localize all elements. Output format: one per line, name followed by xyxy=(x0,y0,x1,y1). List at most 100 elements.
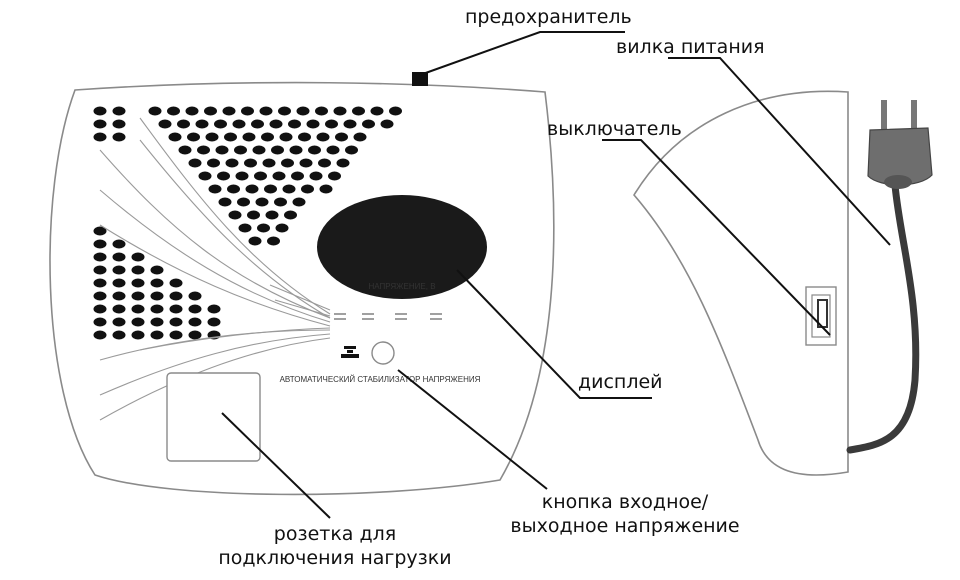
vent-hole xyxy=(169,317,183,327)
vent-hole xyxy=(247,210,260,220)
vent-hole xyxy=(112,330,126,340)
vent-hole xyxy=(262,158,276,168)
label-switch: выключатель xyxy=(547,118,682,140)
vent-hole xyxy=(343,119,357,129)
vent-hole xyxy=(177,119,190,129)
vent-hole xyxy=(93,239,107,249)
vent-hole xyxy=(204,106,217,116)
vent-hole xyxy=(333,106,347,116)
vent-hole xyxy=(224,132,237,142)
vent-hole xyxy=(308,145,321,155)
vent-hole xyxy=(225,158,239,168)
vent-hole xyxy=(252,145,266,155)
vent-hole xyxy=(93,278,107,288)
vent-hole xyxy=(112,304,126,314)
vent-hole xyxy=(264,184,277,194)
vent-hole xyxy=(315,106,328,116)
decorative-lines xyxy=(99,117,331,421)
label-socket-line2: подключения нагрузки xyxy=(218,547,452,569)
vent-hole xyxy=(93,106,107,116)
vent-hole xyxy=(269,119,283,129)
vent-hole xyxy=(251,119,264,129)
voltage-button[interactable] xyxy=(371,341,395,365)
vent-hole xyxy=(93,132,107,142)
vent-hole xyxy=(319,184,333,194)
vent-hole xyxy=(112,317,126,327)
vent-hole xyxy=(169,304,183,314)
vent-hole xyxy=(187,132,200,142)
vent-hole xyxy=(274,197,287,207)
vent-hole xyxy=(316,132,330,142)
vent-hole xyxy=(150,291,164,301)
display-caption: НАПРЯЖЕНИЕ, В xyxy=(368,282,435,291)
vent-hole xyxy=(259,106,273,116)
vent-hole xyxy=(289,145,303,155)
vent-hole xyxy=(93,252,107,262)
vent-hole xyxy=(228,210,242,220)
vent-hole xyxy=(150,278,164,288)
vent-hole xyxy=(112,119,126,129)
vent-hole xyxy=(205,132,219,142)
side-body-outline xyxy=(633,90,849,476)
vent-hole xyxy=(389,106,402,116)
vent-hole xyxy=(131,304,145,314)
vent-hole xyxy=(255,197,269,207)
vent-hole xyxy=(244,158,257,168)
vent-hole xyxy=(232,119,246,129)
vent-hole xyxy=(169,278,183,288)
vent-hole xyxy=(178,145,192,155)
vent-hole xyxy=(254,171,267,181)
vent-hole xyxy=(296,106,310,116)
vent-hole xyxy=(238,223,252,233)
vent-hole xyxy=(188,158,202,168)
vent-hole xyxy=(257,223,270,233)
vent-hole xyxy=(279,132,293,142)
vent-hole xyxy=(208,184,222,194)
vent-hole xyxy=(222,106,236,116)
label-socket: розетка для подключения нагрузки xyxy=(200,522,470,570)
vent-hole xyxy=(158,119,172,129)
vent-hole xyxy=(93,265,107,275)
vent-hole xyxy=(306,119,320,129)
vent-hole xyxy=(362,119,375,129)
vent-hole xyxy=(112,239,126,249)
vent-hole xyxy=(237,197,250,207)
indicator-leds xyxy=(334,313,442,320)
vent-hole xyxy=(112,132,126,142)
power-cable xyxy=(846,181,920,454)
vent-hole xyxy=(150,317,164,327)
vent-hole xyxy=(195,119,209,129)
vent-hole xyxy=(112,291,126,301)
display-screen xyxy=(317,195,487,299)
label-plug: вилка питания xyxy=(616,36,765,58)
vent-hole xyxy=(309,171,323,181)
vent-hole xyxy=(248,236,262,246)
label-button-line1: кнопка входное/ xyxy=(541,491,709,513)
vent-hole xyxy=(336,158,350,168)
vent-hole xyxy=(278,106,291,116)
power-plug-icon xyxy=(867,100,933,189)
vent-hole xyxy=(242,132,256,142)
vent-hole xyxy=(345,145,358,155)
vent-hole xyxy=(188,304,202,314)
label-display: дисплей xyxy=(578,371,663,393)
vent-hole xyxy=(93,330,107,340)
vent-hole xyxy=(185,106,199,116)
vent-hole xyxy=(112,252,126,262)
vent-hole xyxy=(93,226,107,236)
vent-hole xyxy=(271,145,284,155)
vent-hole xyxy=(265,210,279,220)
vent-hole xyxy=(93,291,107,301)
vent-hole xyxy=(112,278,126,288)
vent-hole xyxy=(131,265,145,275)
vent-hole xyxy=(131,291,145,301)
leader-lines xyxy=(221,31,891,519)
vent-hole xyxy=(112,106,126,116)
vent-hole xyxy=(169,330,183,340)
vent-hole xyxy=(335,132,348,142)
vent-hole xyxy=(197,145,210,155)
vent-hole xyxy=(272,171,286,181)
vent-hole xyxy=(93,119,107,129)
vent-hole xyxy=(215,145,229,155)
vent-hole xyxy=(150,265,164,275)
